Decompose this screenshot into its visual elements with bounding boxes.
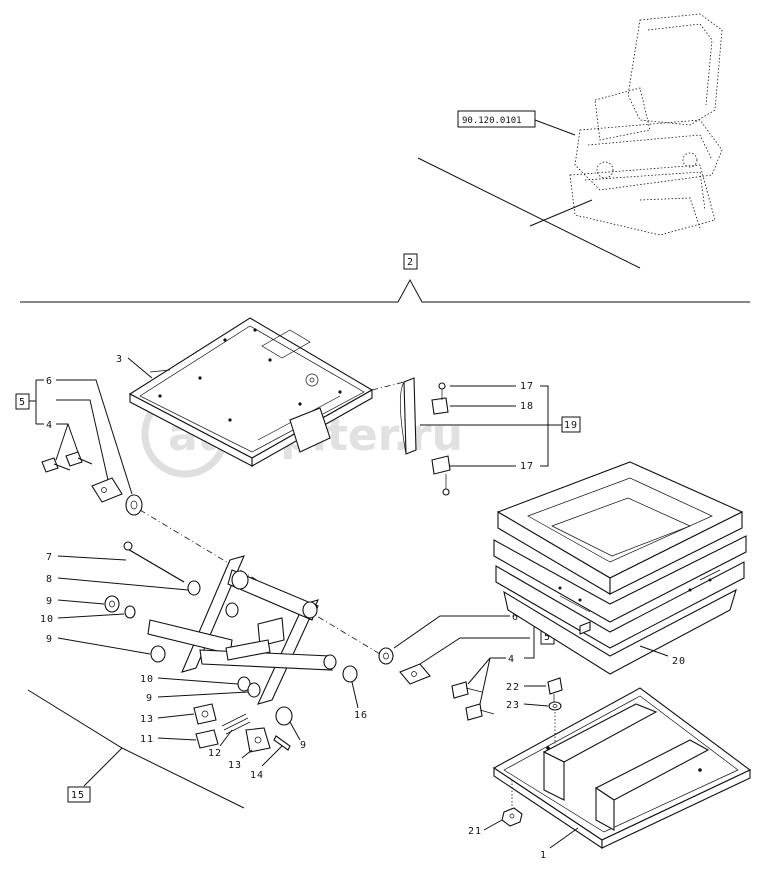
callout-4-left: 4 [46,420,53,431]
box-label-2: 2 [407,257,414,268]
part-3-seat-plate [128,317,374,467]
callout-10-b: 10 [140,674,154,685]
scissor-mechanism [104,541,358,753]
group-15-leader: 15 [27,689,245,809]
callout-20: 20 [672,656,686,667]
box-label-5-left: 5 [19,397,26,408]
callout-8: 8 [46,574,53,585]
callout-18: 18 [520,401,534,412]
callout-4-right: 4 [508,654,515,665]
box-label-15: 15 [71,790,85,801]
box-label-5-right: 5 [544,632,551,643]
callout-3-leader [127,357,153,379]
callout-14: 14 [250,770,264,781]
callout-9-a: 9 [46,596,53,607]
left-group-5: 5 6 4 [15,376,143,516]
callout-17-bottom: 17 [520,461,534,472]
scissor-callouts: 7 8 9 10 9 10 9 13 11 12 13 14 9 16 [40,552,368,781]
callout-6-left: 6 [46,376,53,387]
callout-21: 21 [468,826,482,837]
callout-13-b: 13 [228,760,242,771]
callout-6-right: 6 [512,612,519,623]
callout-12: 12 [208,748,222,759]
fasteners-21-22-23: 22 23 21 [468,677,563,837]
callout-7: 7 [46,552,53,563]
part-1-base-plate: 1 [492,687,752,861]
right-group-5: 6 4 5 [378,612,555,721]
reference-code-box [457,110,536,128]
callout-23: 23 [506,700,520,711]
part-20-suspension-bellows: 20 [493,461,747,675]
callout-1: 1 [540,850,547,861]
part-19-bracket-assembly: 19 17 18 17 [371,377,581,496]
reference-seat-drawing: 90.120.0101 [417,13,723,269]
reference-code: 90.120.0101 [462,116,522,126]
callout-10-a: 10 [40,614,54,625]
callout-9-d: 9 [300,740,307,751]
callout-11: 11 [140,734,154,745]
box-label-19: 19 [564,420,578,431]
callout-9-b: 9 [46,634,53,645]
callout-9-c: 9 [146,693,153,704]
callout-3: 3 [116,354,123,365]
callout-22: 22 [506,682,520,693]
group-2-leader: 2 [20,253,750,303]
callout-13-a: 13 [140,714,154,725]
callout-17-top: 17 [520,381,534,392]
callout-16: 16 [354,710,368,721]
